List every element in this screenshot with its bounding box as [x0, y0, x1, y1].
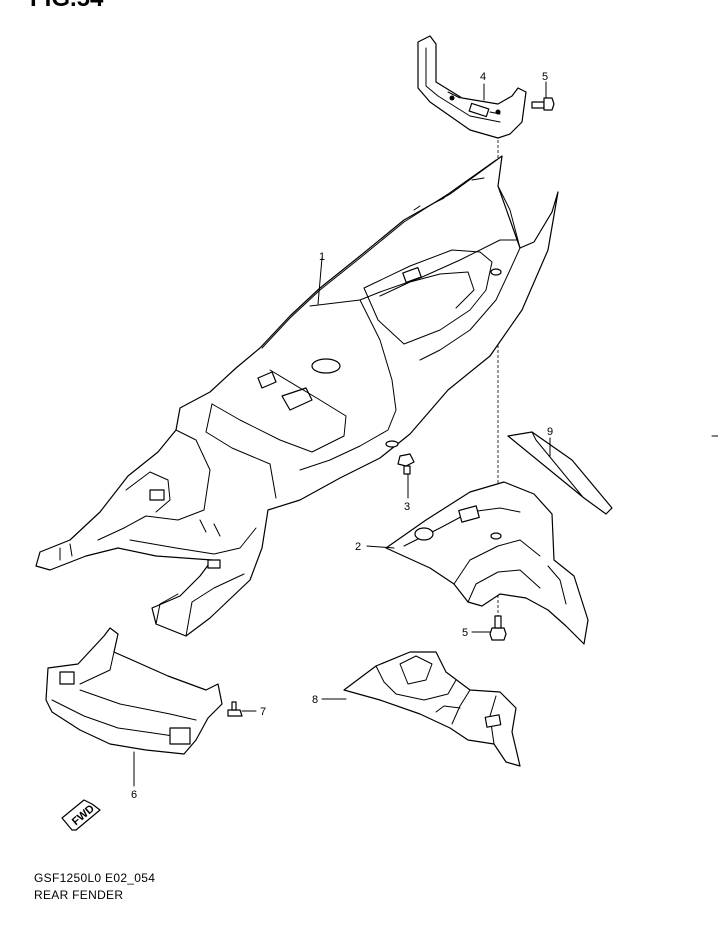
fwd-arrow-badge: FWD	[61, 799, 101, 831]
part-3-screw	[397, 453, 415, 475]
part-8-lower-cover	[343, 651, 521, 767]
part-4-bracket	[417, 35, 527, 139]
part-1-rear-fender	[35, 155, 559, 637]
callout-7: 7	[260, 706, 266, 718]
callout-labels: 1 2 3 4 5 5 6 7 8 9	[131, 71, 553, 801]
figure-name: REAR FENDER	[34, 888, 124, 902]
callout-9: 9	[547, 426, 553, 438]
callout-5-bottom: 5	[462, 627, 468, 639]
part-6-under-tray	[45, 627, 223, 755]
figure-code: GSF1250L0 E02_054	[34, 871, 156, 885]
callout-5-top: 5	[542, 71, 548, 83]
callout-4: 4	[480, 71, 486, 83]
part-5-bolt-bottom	[489, 615, 507, 641]
callout-8: 8	[312, 694, 318, 706]
figure-title: FIG.54	[30, 0, 104, 12]
callout-6: 6	[131, 789, 137, 801]
callout-3: 3	[404, 501, 410, 513]
leader-lines	[133, 81, 551, 787]
part-2-inner-fender	[385, 481, 589, 645]
part-9-pad	[507, 431, 613, 515]
part-7-screw	[227, 701, 243, 717]
callout-2: 2	[355, 541, 361, 553]
callout-1: 1	[319, 251, 325, 263]
part-5-bolt-top	[531, 97, 555, 111]
